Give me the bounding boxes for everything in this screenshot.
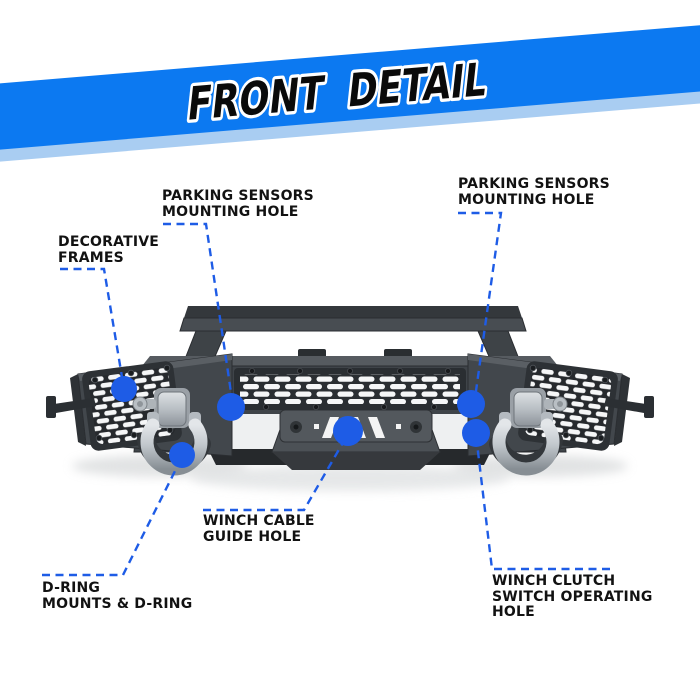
dot-decorative-frames	[111, 376, 137, 402]
side-bracket-left	[46, 396, 96, 418]
dot-parking-left	[217, 393, 245, 421]
leader-parking-left	[163, 222, 234, 400]
grille-screws	[248, 367, 451, 410]
grille-mesh	[240, 374, 460, 404]
leader-decorative-frames	[60, 267, 126, 390]
label-line: DECORATIVE	[58, 234, 160, 250]
frame-bolts-left	[91, 364, 174, 442]
label-line: FRAMES	[58, 249, 124, 266]
dot-winch-cable	[333, 416, 363, 446]
label-line: SWITCH OPERATING	[492, 588, 653, 605]
label-d-ring-mounts: D-RING MOUNTS & D-RING	[42, 580, 193, 612]
d-ring-right	[489, 388, 568, 476]
label-line: HOLE	[492, 604, 535, 620]
label-winch-clutch-switch-hole: WINCH CLUTCH SWITCH OPERATING HOLE	[492, 573, 653, 621]
callout-lines	[42, 211, 610, 577]
banner-title-art: FRONT DETAIL	[182, 50, 493, 134]
frame-bolts-right	[526, 364, 609, 442]
label-line: WINCH CLUTCH	[492, 573, 616, 589]
label-line: MOUNTS & D-RING	[42, 595, 193, 612]
title-banner: FRONT DETAIL	[0, 20, 700, 154]
d-ring-left	[132, 388, 211, 476]
leader-parking-right	[458, 211, 503, 399]
leader-d-ring	[42, 456, 184, 577]
leader-winch-clutch	[474, 434, 610, 571]
dot-d-ring	[169, 442, 195, 468]
leader-winch-cable	[203, 433, 350, 512]
label-line: MOUNTING HOLE	[458, 191, 595, 208]
label-winch-cable-guide-hole: WINCH CABLE GUIDE HOLE	[203, 513, 315, 545]
label-line: GUIDE HOLE	[203, 528, 302, 545]
center-grille	[234, 367, 466, 410]
callout-dots	[111, 376, 490, 468]
label-line: PARKING SENSORS	[458, 176, 610, 192]
label-parking-sensors-left: PARKING SENSORS MOUNTING HOLE	[162, 188, 314, 220]
label-decorative-frames: DECORATIVE FRAMES	[58, 234, 160, 266]
dot-parking-right	[457, 390, 485, 418]
dot-winch-clutch	[462, 419, 490, 447]
side-bracket-right	[604, 396, 654, 418]
label-line: MOUNTING HOLE	[162, 203, 299, 220]
label-parking-sensors-right: PARKING SENSORS MOUNTING HOLE	[458, 176, 610, 208]
label-line: WINCH CABLE	[203, 513, 315, 529]
label-line: PARKING SENSORS	[162, 188, 314, 204]
label-line: D-RING	[42, 580, 101, 596]
